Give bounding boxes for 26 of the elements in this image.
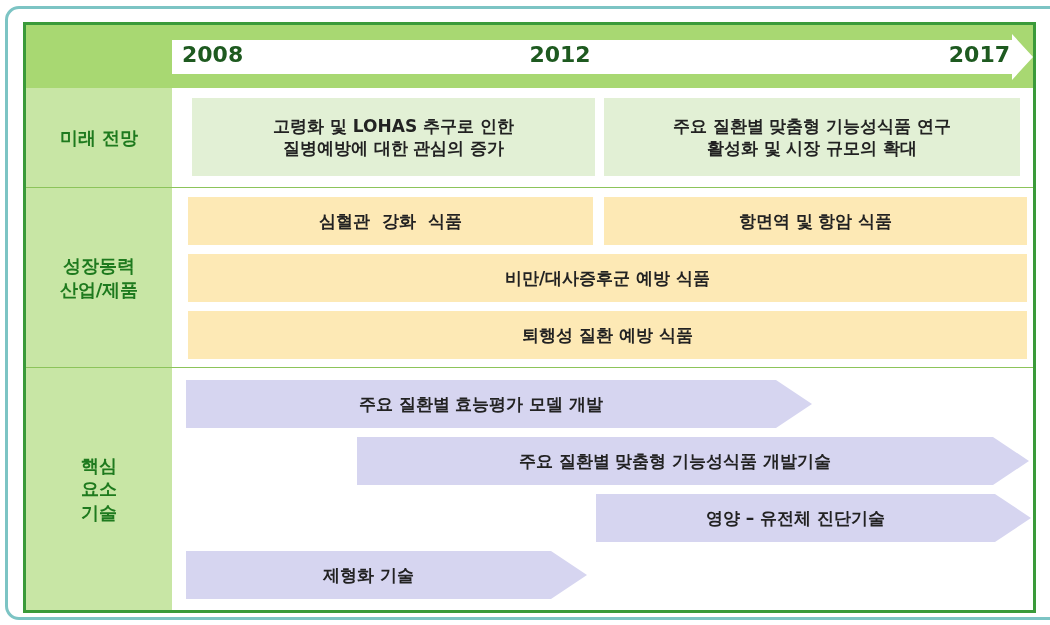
box-text: 심혈관 강화 식품: [319, 209, 462, 233]
timeline-bar: [186, 551, 587, 599]
box-text: 영양 – 유전체 진단기술: [705, 506, 886, 530]
product-box: [188, 197, 593, 245]
box-text: 주요 질환별 맞춤형 기능성식품 연구 활성화 및 시장 규모의 확대: [671, 114, 953, 160]
timeline-bar: [186, 380, 812, 428]
box-text: 퇴행성 질환 예방 식품: [522, 323, 693, 347]
outlook-box: [604, 98, 1020, 176]
timeline-bar: [596, 494, 1031, 542]
box-text: 주요 질환별 맞춤형 기능성식품 개발기술: [518, 449, 832, 473]
box-text: 고령화 및 LOHAS 추구로 인한 질병예방에 대한 관심의 증가: [272, 114, 515, 160]
timeline-bar: [357, 437, 1029, 485]
product-box: [188, 254, 1027, 302]
year-label: 2012: [528, 42, 592, 67]
box-text: 항면역 및 항암 식품: [738, 209, 893, 233]
row-title: 미래 전망: [58, 125, 140, 150]
row-title: 핵심 요소 기술: [80, 453, 118, 525]
box-text: 주요 질환별 효능평가 모델 개발: [358, 392, 604, 416]
product-box: [188, 311, 1027, 359]
year-label: 2008: [182, 42, 244, 67]
year-label: 2017: [948, 42, 1010, 67]
outlook-box: [192, 98, 595, 176]
product-box: [604, 197, 1027, 245]
box-text: 비만/대사증후군 예방 식품: [504, 266, 710, 290]
box-text: 제형화 기술: [323, 563, 414, 587]
row-title: 성장동력 산업/제품: [58, 254, 140, 301]
